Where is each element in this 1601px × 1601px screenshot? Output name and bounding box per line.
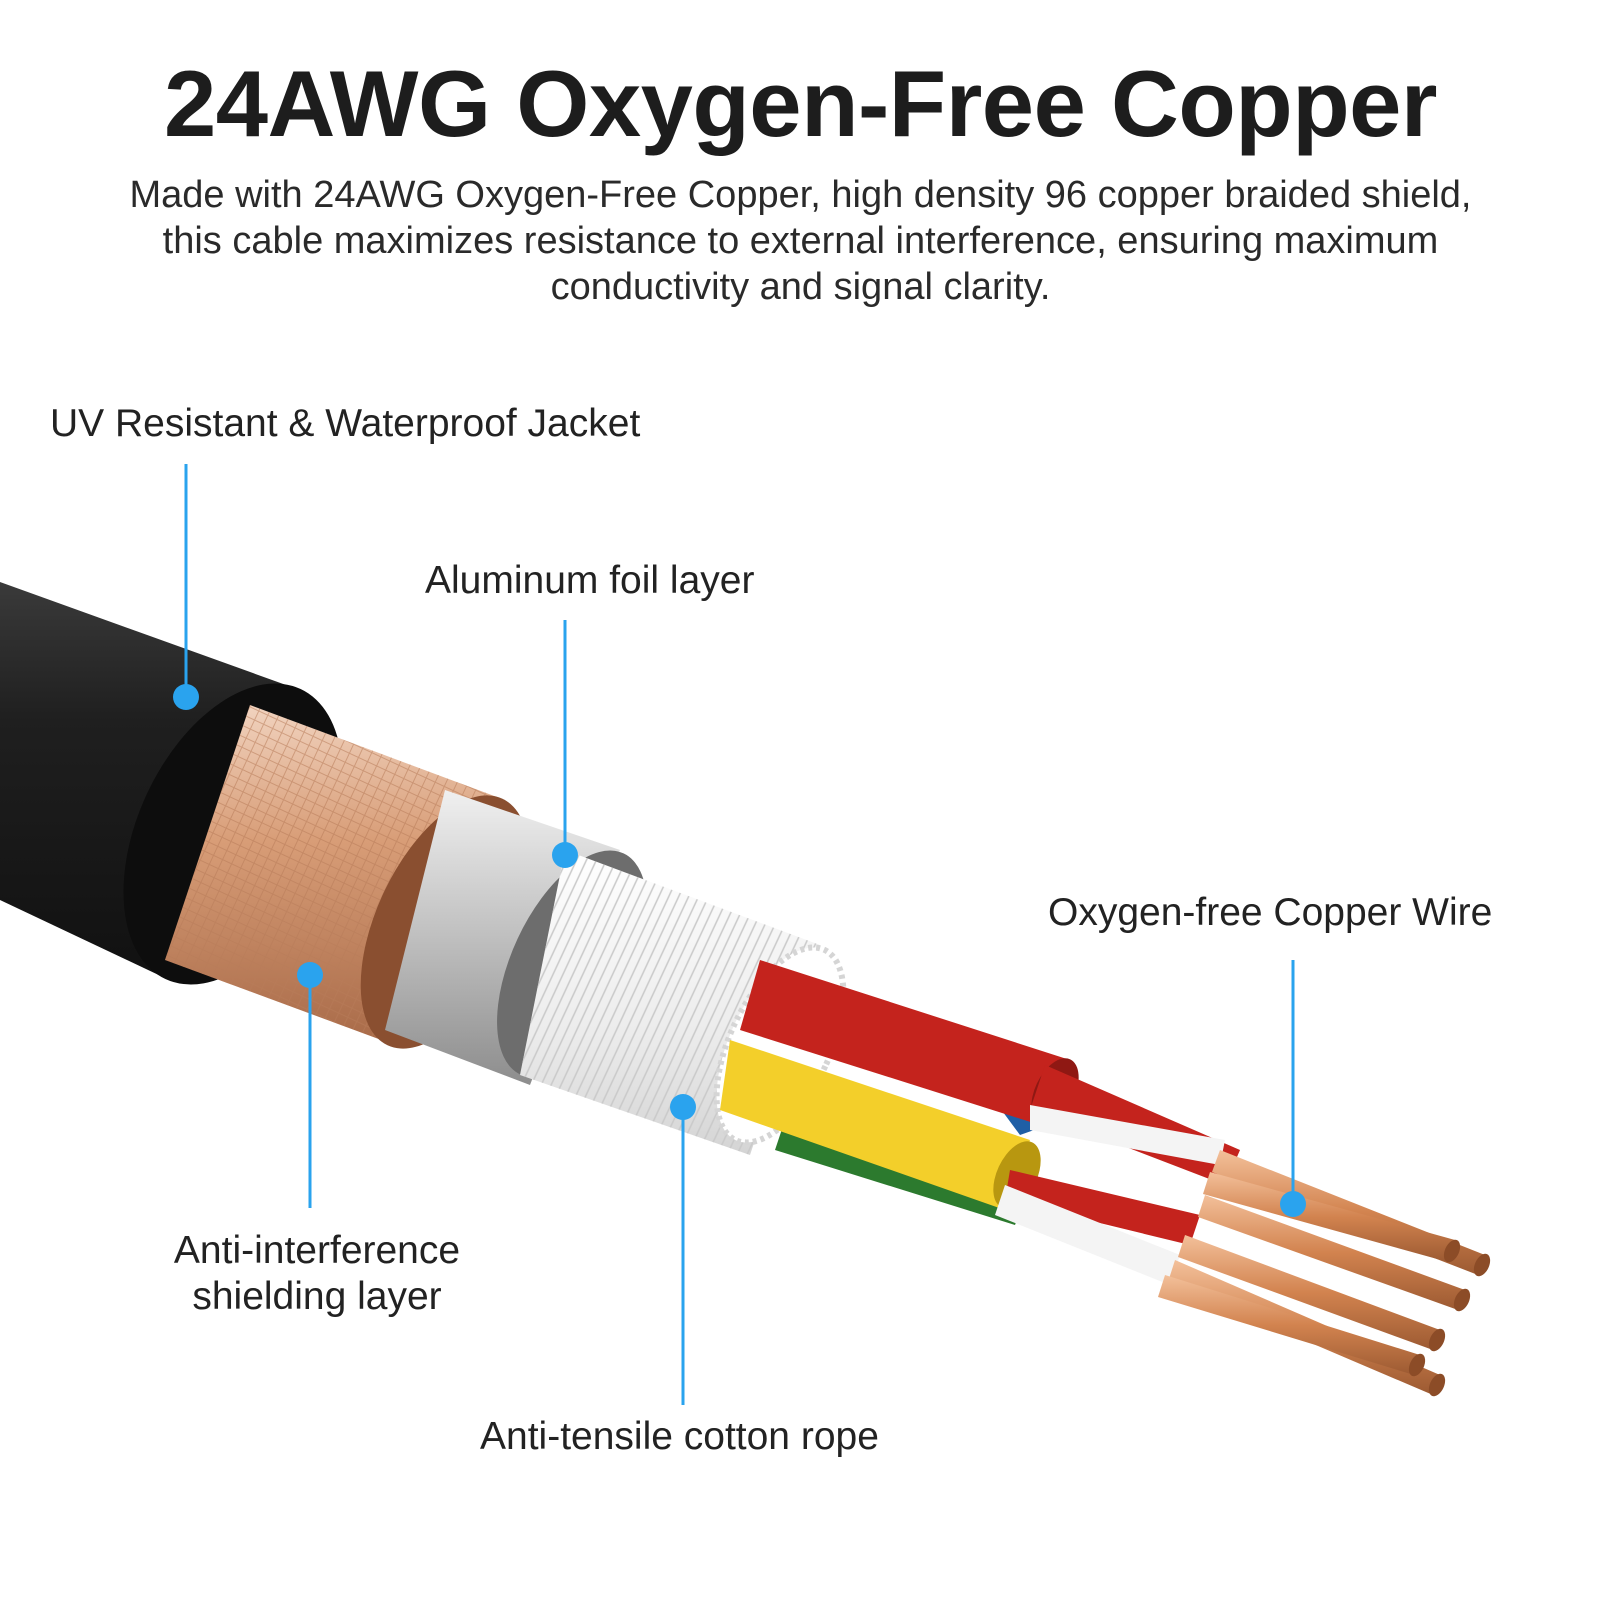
label-copper-wire: Oxygen-free Copper Wire <box>1048 891 1493 934</box>
label-shield-line2: shielding layer <box>192 1275 442 1318</box>
page-subtitle: Made with 24AWG Oxygen-Free Copper, high… <box>129 174 1472 308</box>
insulated-wires <box>720 960 1240 1285</box>
callout-shield <box>297 962 323 1208</box>
label-shield-line1: Anti-interference <box>173 1229 461 1272</box>
label-rope: Anti-tensile cotton rope <box>480 1415 879 1458</box>
callout-jacket <box>173 464 199 710</box>
callout-rope <box>670 1094 696 1405</box>
page-title: 24AWG Oxygen-Free Copper <box>164 51 1437 156</box>
copper-conductors <box>1158 1150 1491 1397</box>
label-foil: Aluminum foil layer <box>425 559 755 602</box>
label-jacket: UV Resistant & Waterproof Jacket <box>50 402 641 445</box>
callout-copper-wire <box>1280 960 1306 1217</box>
callout-foil <box>552 620 578 868</box>
